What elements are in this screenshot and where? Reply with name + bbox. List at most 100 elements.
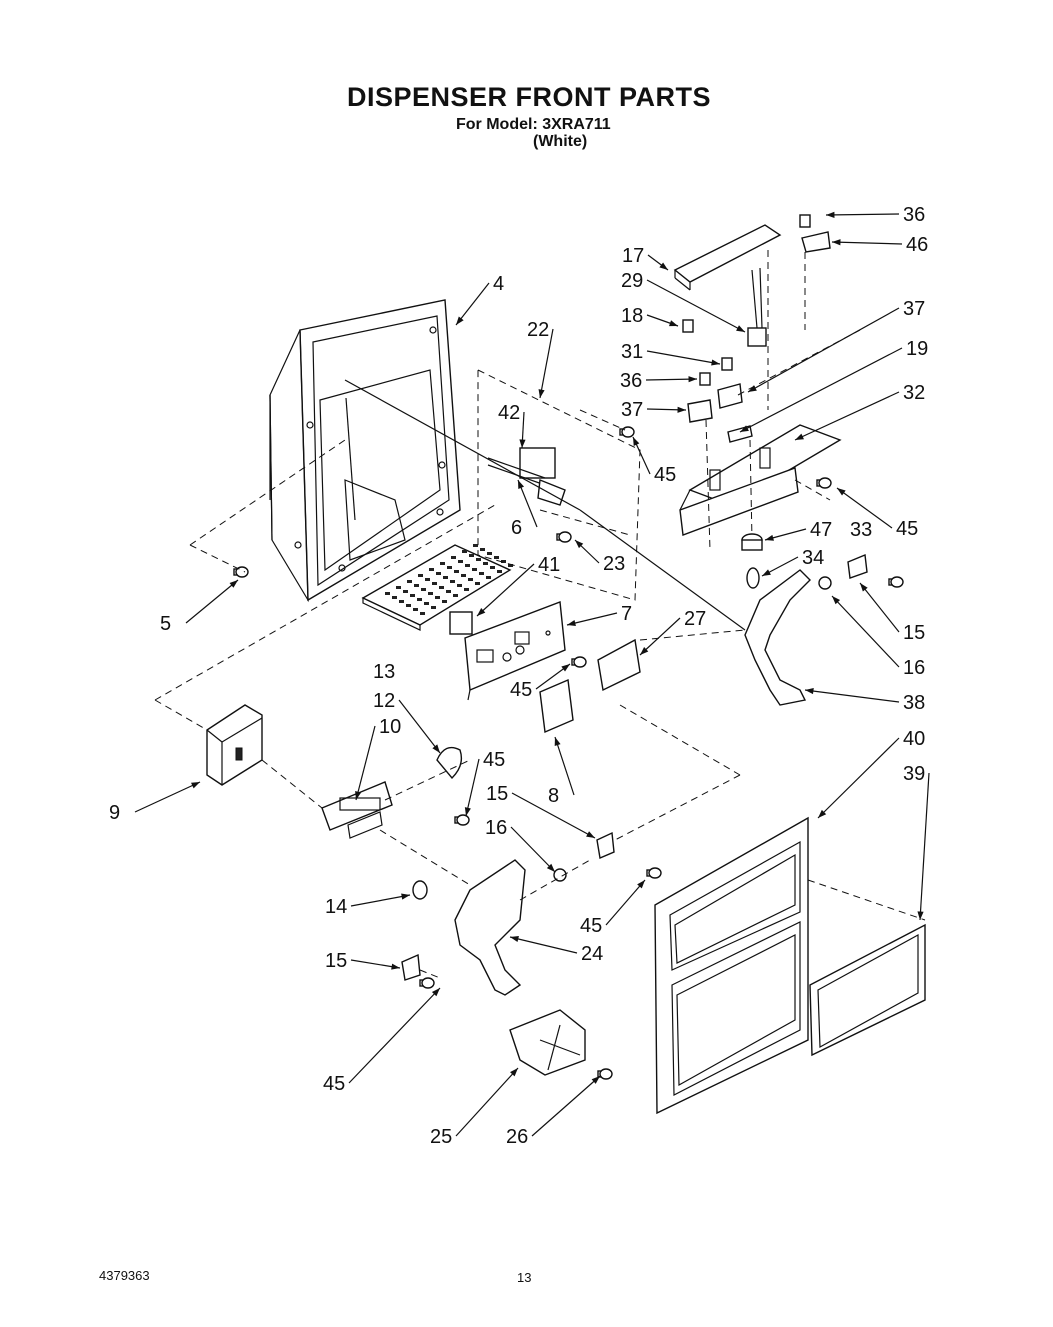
leader-line xyxy=(465,758,480,817)
grille-hole xyxy=(414,584,419,587)
part-bracket xyxy=(597,638,641,692)
grille-hole xyxy=(472,568,477,571)
leader-line xyxy=(859,582,900,633)
arrowhead xyxy=(677,406,686,413)
part-screw-18 xyxy=(682,319,694,333)
grille-hole xyxy=(417,598,422,601)
callout-label: 45 xyxy=(580,915,602,937)
part-spring-16-right xyxy=(818,576,832,590)
grille-hole xyxy=(392,596,397,599)
arrowhead xyxy=(554,737,561,746)
grille-hole xyxy=(497,570,502,573)
grille-hole xyxy=(431,606,436,609)
callout-label: 16 xyxy=(903,657,925,679)
part-cover-17 xyxy=(673,224,782,291)
grille-hole xyxy=(399,600,404,603)
callout-label: 45 xyxy=(483,749,505,771)
grille-hole xyxy=(451,556,456,559)
grille-hole xyxy=(440,562,445,565)
callout-label: 15 xyxy=(486,783,508,805)
callout-label: 40 xyxy=(903,728,925,750)
leader-line xyxy=(566,612,618,626)
screw xyxy=(571,656,587,668)
arrowhead xyxy=(832,239,841,246)
callout-label: 5 xyxy=(160,613,171,635)
grille-hole xyxy=(461,574,466,577)
part-actuator xyxy=(487,447,566,506)
grille-hole xyxy=(469,554,474,557)
arrowhead xyxy=(510,935,519,942)
part-clip-15-left xyxy=(401,953,421,981)
callout-label: 39 xyxy=(903,763,925,785)
callout-label: 38 xyxy=(903,692,925,714)
leader-line xyxy=(794,391,900,441)
grille-hole xyxy=(446,590,451,593)
part-control-panel xyxy=(464,601,566,701)
callout-label: 17 xyxy=(622,245,644,267)
leader-line xyxy=(804,689,900,703)
part-bushing-47 xyxy=(741,533,763,551)
leader-line xyxy=(645,378,698,381)
screw xyxy=(556,531,572,543)
part-paddle-38 xyxy=(744,569,811,706)
screw xyxy=(419,977,435,989)
arrowhead xyxy=(640,646,649,655)
callout-label: 37 xyxy=(621,399,643,421)
callout-label: 41 xyxy=(538,554,560,576)
arrowhead xyxy=(191,782,200,789)
leader-line xyxy=(531,1075,601,1137)
part-plate-19 xyxy=(727,425,753,443)
callout-label: 15 xyxy=(903,622,925,644)
callout-label: 46 xyxy=(906,234,928,256)
grille-hole xyxy=(453,594,458,597)
arrowhead xyxy=(518,480,525,489)
leader-line xyxy=(398,699,441,754)
grille-hole xyxy=(501,560,506,563)
arrowhead xyxy=(391,963,400,970)
screw xyxy=(816,477,832,489)
part-housing-frame xyxy=(269,299,461,603)
grille-hole xyxy=(406,604,411,607)
callout-label: 10 xyxy=(379,716,401,738)
grille-hole xyxy=(436,572,441,575)
callout-label: 45 xyxy=(323,1073,345,1095)
leader-line xyxy=(455,282,490,326)
callout-label: 25 xyxy=(430,1126,452,1148)
arrowhead xyxy=(659,262,668,270)
arrowhead xyxy=(818,809,827,818)
arrowhead xyxy=(561,664,570,672)
screw xyxy=(233,566,249,578)
leader-line xyxy=(355,725,376,801)
leader-line xyxy=(134,781,201,813)
callout-label: 23 xyxy=(603,553,625,575)
part-clip-46 xyxy=(801,231,831,253)
leader-line xyxy=(919,772,930,921)
grille-hole xyxy=(486,576,491,579)
arrowhead xyxy=(510,1068,518,1077)
callout-label: 4 xyxy=(493,273,504,295)
arrowhead xyxy=(519,439,526,448)
leader-line xyxy=(747,307,900,393)
page-number: 13 xyxy=(517,1270,532,1285)
leader-line xyxy=(476,563,535,617)
leader-line xyxy=(817,737,900,819)
leader-line xyxy=(185,579,239,624)
leader-line xyxy=(831,595,900,668)
arrowhead xyxy=(748,385,757,392)
part-tray-25 xyxy=(509,1009,586,1076)
part-switch-37a xyxy=(717,383,743,409)
part-cap-12 xyxy=(436,746,463,780)
leader-line xyxy=(646,350,721,365)
callout-label: 36 xyxy=(620,370,642,392)
grille-hole xyxy=(454,570,459,573)
screws xyxy=(233,426,904,1080)
grille-hole xyxy=(396,586,401,589)
grille-hole xyxy=(413,608,418,611)
grille-hole xyxy=(450,580,455,583)
grille-hole xyxy=(480,548,485,551)
callout-label: 8 xyxy=(548,785,559,807)
callout-label: 18 xyxy=(621,305,643,327)
arrowhead xyxy=(538,389,545,398)
grille-hole xyxy=(425,578,430,581)
grille-hole xyxy=(403,590,408,593)
